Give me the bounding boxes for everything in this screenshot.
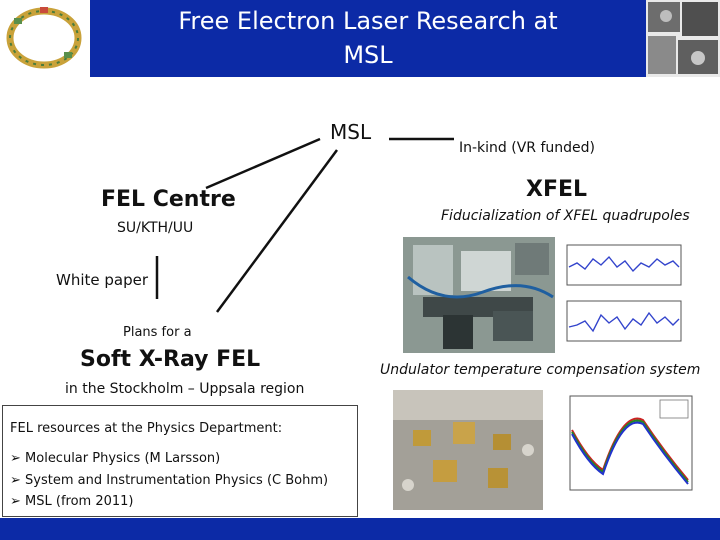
white-paper-label: White paper: [56, 271, 149, 289]
resource-list-item: ➢ System and Instrumentation Physics (C …: [10, 473, 329, 488]
plans-for-a-label: Plans for a: [123, 325, 192, 340]
temperature-plot-image: [548, 390, 698, 510]
slide-title-line1: Free Electron Laser Research at: [178, 7, 558, 35]
resource-list-item: ➢ Molecular Physics (M Larsson): [10, 451, 221, 466]
soft-xray-fel-label: Soft X-Ray FEL: [80, 347, 261, 372]
xfel-label: XFEL: [526, 177, 588, 202]
resources-heading: FEL resources at the Physics Department:: [10, 421, 283, 436]
historical-photo-collage: [646, 0, 720, 77]
undulator-caption: Undulator temperature compensation syste…: [380, 362, 701, 378]
inkind-label: In-kind (VR funded): [459, 140, 596, 156]
title-band: Free Electron Laser Research at MSL: [90, 0, 646, 77]
arrow-bullet-icon: ➢: [10, 473, 26, 488]
measurement-plots-image: [557, 237, 687, 353]
slide-title-line2: MSL: [343, 41, 393, 69]
undulator-lab-photo: [393, 390, 543, 510]
footer-band: [0, 518, 720, 540]
resources-box: FEL resources at the Physics Department:…: [2, 405, 358, 517]
slide-header: Free Electron Laser Research at MSL: [0, 0, 720, 77]
lab-equipment-photo: [403, 237, 555, 353]
msl-label: MSL: [330, 120, 372, 144]
su-kth-uu-label: SU/KTH/UU: [117, 220, 194, 236]
resource-list-item: ➢ MSL (from 2011): [10, 494, 134, 509]
region-label: in the Stockholm – Uppsala region: [65, 381, 305, 397]
fel-centre-label: FEL Centre: [101, 187, 236, 212]
ring-logo: [0, 0, 88, 77]
arrow-bullet-icon: ➢: [10, 451, 26, 466]
fiducialization-caption: Fiducialization of XFEL quadrupoles: [441, 208, 690, 224]
arrow-bullet-icon: ➢: [10, 494, 26, 509]
